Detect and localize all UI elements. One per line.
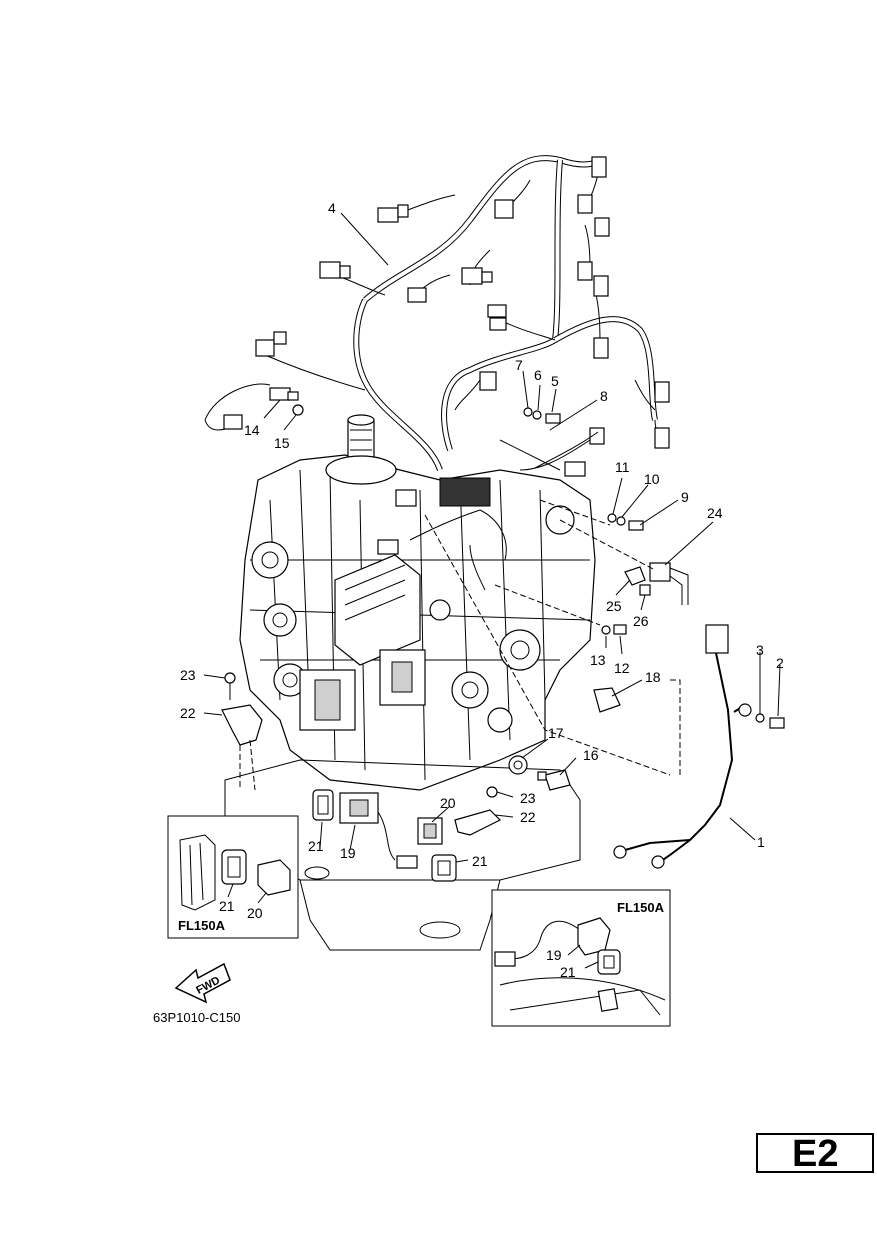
callout-24: 24 <box>707 505 723 521</box>
inset-right-callout-19: 19 <box>546 947 562 963</box>
grommet-21 <box>312 789 334 821</box>
page-badge: E2 <box>756 1133 874 1175</box>
bracket-22-left <box>221 672 263 746</box>
bolt-5-washers <box>523 407 561 424</box>
callout-23-left: 23 <box>180 667 196 683</box>
callout-22-center: 22 <box>520 809 536 825</box>
callout-11: 11 <box>615 459 630 475</box>
sensor-24 <box>649 562 689 605</box>
inset-left-callout-20: 20 <box>247 905 263 921</box>
inset-right-callout-21: 21 <box>560 964 576 980</box>
callout-21-left: 21 <box>308 838 324 854</box>
callout-26: 26 <box>633 613 649 629</box>
callout-25: 25 <box>606 598 622 614</box>
sensor-14 <box>223 387 304 430</box>
callout-23-center: 23 <box>520 790 536 806</box>
battery-cable-1 <box>613 624 752 869</box>
callout-1: 1 <box>757 834 765 850</box>
part-20-center <box>417 817 443 845</box>
callout-17: 17 <box>548 725 564 741</box>
switch-18 <box>593 687 621 713</box>
callout-numbers: 1 2 3 4 5 6 7 8 9 10 11 12 13 14 15 16 1… <box>180 200 784 869</box>
leader-lines <box>203 212 781 863</box>
callout-14: 14 <box>244 422 260 438</box>
callout-12: 12 <box>614 660 630 676</box>
callout-21: 21 <box>472 853 488 869</box>
inset-left-callout-21: 21 <box>219 898 235 914</box>
callout-5: 5 <box>551 373 559 389</box>
bolt-9-washers <box>607 513 644 531</box>
bolt-12 <box>601 624 627 635</box>
callout-19: 19 <box>340 845 356 861</box>
bracket-22-center <box>454 786 502 836</box>
callout-9: 9 <box>681 489 689 505</box>
callout-3: 3 <box>756 642 764 658</box>
callout-7: 7 <box>515 357 523 373</box>
sensor-16 <box>537 769 571 791</box>
harness-connectors <box>255 156 670 555</box>
lead-wire-8 <box>534 431 599 477</box>
callout-8: 8 <box>600 388 608 404</box>
callout-18: 18 <box>645 669 661 685</box>
relay-19 <box>339 792 418 869</box>
wire-harness <box>204 155 663 591</box>
callout-4: 4 <box>328 200 336 216</box>
callout-6: 6 <box>534 367 542 383</box>
fwd-arrow-icon: FWD <box>174 962 231 1004</box>
callout-13: 13 <box>590 652 606 668</box>
page-badge-text: E2 <box>792 1133 839 1175</box>
engine-block <box>224 414 596 951</box>
callout-20: 20 <box>440 795 456 811</box>
inset-right-model: FL150A <box>617 900 665 915</box>
inset-left: 21 20 FL150A <box>167 815 299 939</box>
callout-22-left: 22 <box>180 705 196 721</box>
callout-15: 15 <box>274 435 290 451</box>
grommet-21-center <box>431 854 457 882</box>
figure-code: 63P1010-C150 <box>153 1010 240 1025</box>
callout-16: 16 <box>583 747 599 763</box>
callout-2: 2 <box>776 655 784 671</box>
inset-right: FL150A 19 21 <box>491 889 671 1027</box>
callout-10: 10 <box>644 471 660 487</box>
bolt-2 <box>755 713 785 729</box>
grommet-17 <box>508 755 528 775</box>
inset-left-model: FL150A <box>178 918 226 933</box>
